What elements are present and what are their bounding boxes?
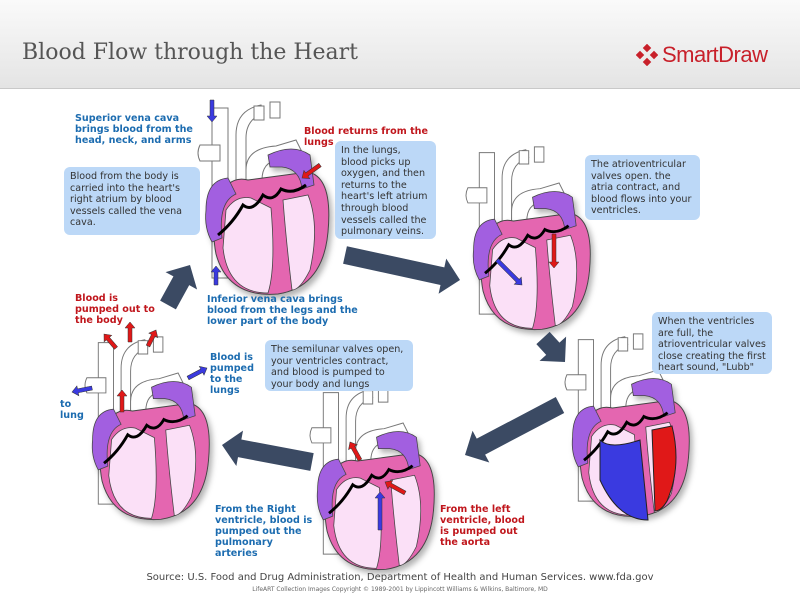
label-right-ventricle: From the Right ventricle, blood is pumpe… [215,504,313,559]
flow-arrow-2 [536,331,567,362]
flow-arrow-4 [221,430,314,471]
copyright-notice: LifeART Collection Images Copyright © 19… [252,586,548,593]
label-left-ventricle: From the left ventricle, blood is pumped… [440,504,525,548]
smartdraw-logo: SmartDraw [636,42,768,68]
label-blood-returns: Blood returns from the lungs [304,126,429,148]
heart-step-4 [310,387,434,570]
label-to-lung: to lung [60,399,84,421]
logo-text: SmartDraw [662,42,768,67]
blood-direction-arrow [206,99,218,123]
callout-pulmonary-veins: In the lungs, blood picks up oxygen, and… [335,141,436,239]
blood-direction-arrow [301,163,322,179]
blood-direction-arrow [124,321,136,343]
blood-direction-arrow [116,389,128,413]
heart-step-2 [466,147,590,330]
blood-direction-arrow [145,329,159,348]
label-inferior-vena-cava: Inferior vena cava brings blood from the… [207,294,358,327]
blood-direction-arrow [384,480,407,496]
label-superior-vena-cava: Superior vena cava brings blood from the… [75,113,193,146]
blood-direction-arrow [548,233,560,269]
page-title: Blood Flow through the Heart [22,40,359,65]
source-citation: Source: U.S. Food and Drug Administratio… [146,572,654,583]
label-pumped-to-body: Blood is pumped out to the body [75,293,155,326]
heart-step-3-ventricles-full [565,334,689,521]
label-pumped-to-lungs: Blood is pumped to the lungs [210,352,254,396]
flow-arrow-1 [343,246,460,294]
blood-direction-arrow [348,441,363,462]
callout-semilunar: The semilunar valves open, your ventricl… [265,340,413,391]
heart-step-5 [85,337,209,520]
blood-direction-arrow [103,333,118,350]
blood-direction-arrow [210,265,222,286]
header-bar: Blood Flow through the Heart SmartDraw [0,0,800,89]
flow-arrow-3 [464,397,565,463]
logo-diamond-icon [636,44,658,66]
callout-lubb: When the ventricles are full, the atriov… [652,312,772,374]
blood-direction-arrow [71,385,93,397]
blood-direction-arrow [186,366,208,381]
blood-direction-arrow [374,491,386,531]
flow-arrow-5 [160,265,198,310]
callout-vena-cava: Blood from the body is carried into the … [64,167,200,235]
blood-direction-arrow [495,258,523,286]
callout-av-valves-open: The atrioventricular valves open. the at… [585,155,700,220]
